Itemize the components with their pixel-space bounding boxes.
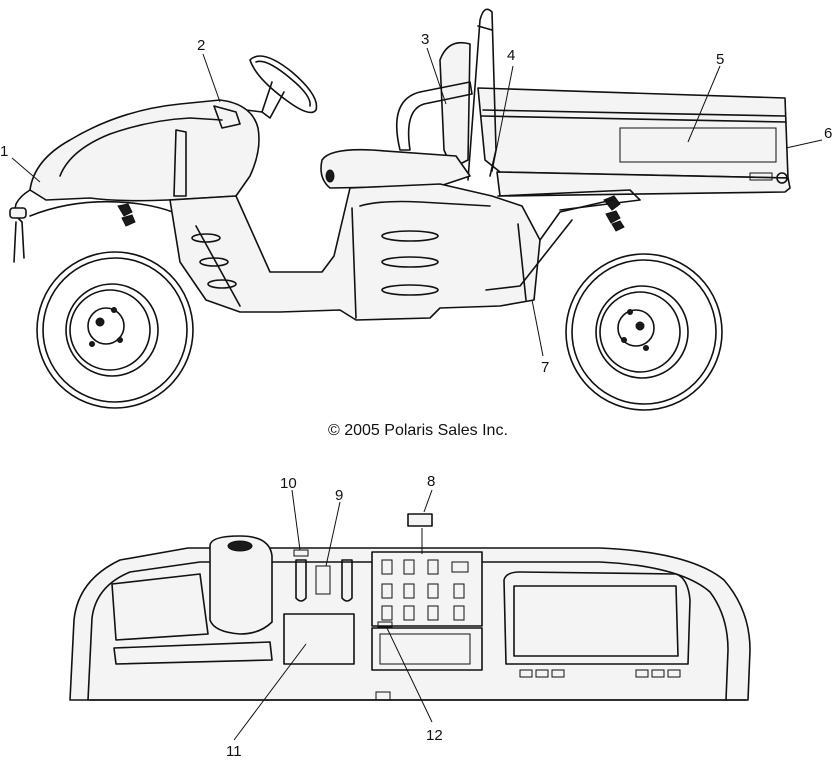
callout-9: 9: [335, 487, 343, 504]
callout-5: 5: [716, 51, 724, 68]
leader-lines: [11, 47, 823, 741]
side-panels: [169, 183, 613, 321]
callout-8: 8: [427, 473, 435, 490]
vehicle-side-view: [9, 8, 791, 411]
callout-7: 7: [541, 359, 549, 376]
decal-12: [377, 621, 393, 628]
callout-10: 10: [280, 475, 297, 492]
decal-9: [315, 565, 331, 595]
callout-3: 3: [421, 31, 429, 48]
decal-5: [619, 127, 777, 163]
callout-2: 2: [197, 37, 205, 54]
front-wheel: [36, 251, 194, 409]
steering-wheel: [245, 55, 318, 123]
seat-and-rollbar: [320, 8, 497, 189]
copyright-text: © 2005 Polaris Sales Inc.: [328, 422, 508, 439]
front-body: [9, 99, 260, 263]
callout-1: 1: [0, 143, 8, 160]
cargo-bed: [477, 87, 791, 232]
callout-12: 12: [426, 727, 443, 744]
callout-6: 6: [824, 125, 832, 142]
decal-11: [283, 613, 355, 665]
decal-8: [407, 513, 433, 527]
rear-wheel: [565, 253, 723, 411]
switch-panel: [381, 559, 469, 621]
callout-4: 4: [507, 47, 515, 64]
callout-11: 11: [226, 743, 242, 760]
dashboard-view: [69, 513, 751, 701]
decal-10: [293, 549, 309, 557]
